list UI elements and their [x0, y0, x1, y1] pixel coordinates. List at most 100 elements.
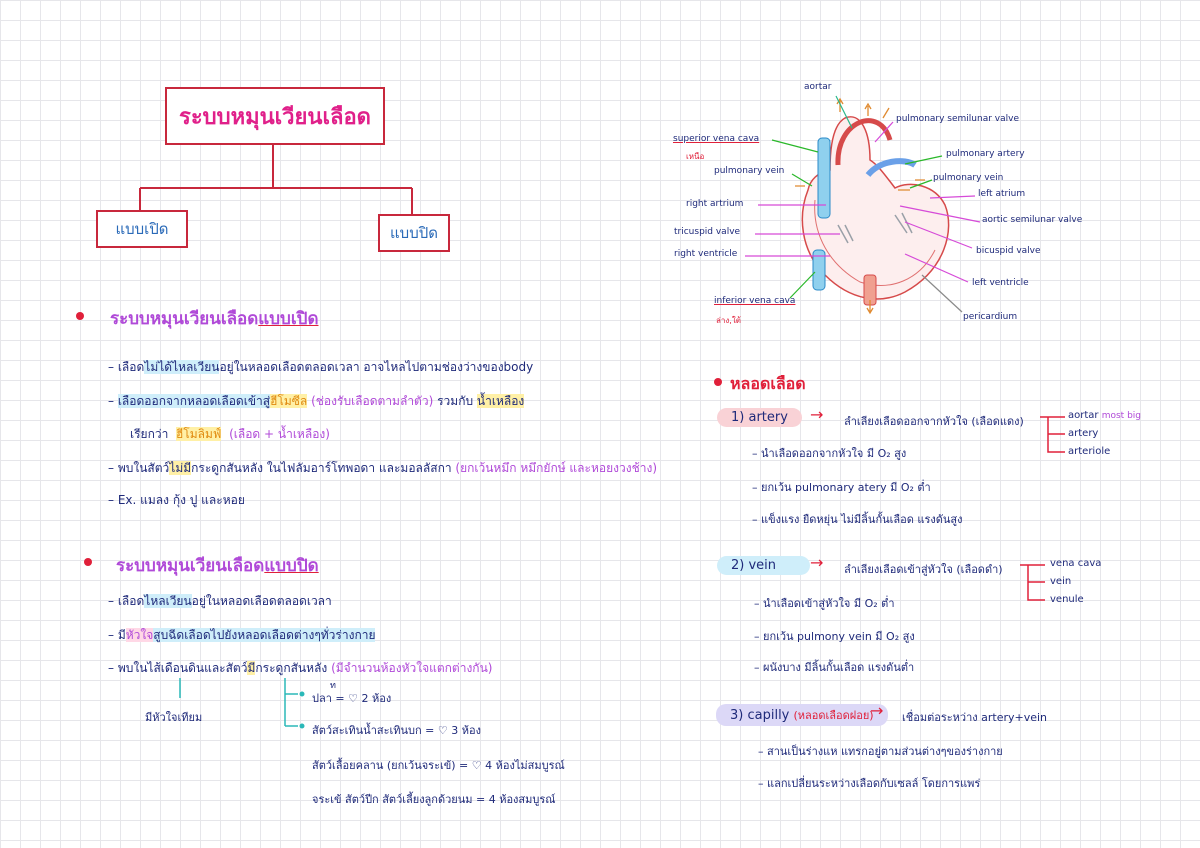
closed-side-note: มีหัวใจเทียม [145, 711, 203, 724]
artery-line-1: – นำเลือดออกจากหัวใจ มี O₂ สูง [752, 447, 907, 460]
vein-branch-2: vein [1050, 576, 1072, 587]
label-bicuspid-valve: bicuspid valve [976, 246, 1041, 256]
label-tricuspid-valve: tricuspid valve [674, 227, 741, 237]
closed-section-heading: ระบบหมุนเวียนเลือดแบบปิด [116, 552, 319, 579]
artery-branch-1: aortar most big [1068, 410, 1141, 421]
closed-l2-c: สูบฉีดเลือดไปยังหลอดเลือดต่างๆทั่วร่างกา… [153, 628, 376, 642]
label-aortic-semilunar-valve: aortic semilunar valve [982, 215, 1083, 225]
open-line-3: เรียกว่า ฮีโมลิมฟ์ (เลือด + น้ำเหลือง) [130, 425, 330, 444]
vein-arrow: → [810, 553, 824, 572]
vein-pill: 2) vein [717, 556, 811, 575]
open-l3-c: (เลือด + น้ำเหลือง) [229, 427, 330, 441]
label-pulmonary-vein-right: pulmonary vein [933, 173, 1004, 183]
capillary-desc: เชื่อมต่อระหว่าง artery+vein [902, 711, 1048, 724]
artery-arrow: → [810, 405, 824, 424]
open-l2-e: น้ำเหลือง [476, 394, 525, 408]
page-title: ระบบหมุนเวียนเลือด [179, 104, 371, 130]
closed-l2-b: หัวใจ [125, 628, 154, 642]
ivc-text: inferior vena cava [714, 296, 796, 306]
vessel-section-bullet [714, 378, 722, 386]
label-right-ventricle: right ventricle [674, 249, 738, 259]
branch-open-box: แบบเปิด [96, 210, 188, 248]
open-l4-d: (ยกเว้นหมึก หมึกยักษ์ และหอยงวงช้าง) [455, 461, 657, 475]
capillary-line-1: – สานเป็นร่างแห แทรกอยู่ตามส่วนต่างๆของร… [758, 745, 1003, 758]
open-l4-a: พบในสัตว์ [117, 461, 170, 475]
open-heading-text: ระบบหมุนเวียนเลือด [110, 309, 259, 329]
fish-mark: ท [330, 681, 336, 691]
vein-l3-text: ผนังบาง มีลิ้นกั้นเลือด แรงดันต่ำ [763, 661, 915, 674]
open-l3-b: ฮีโมลิมฟ์ [175, 427, 222, 441]
open-heading-highlight: แบบเปิด [258, 309, 319, 329]
artery-b1-note: most big [1101, 411, 1141, 421]
open-l2-c: (ช่องรับเลือดตามลำตัว) [311, 394, 434, 408]
label-pulmonary-semilunar-valve: pulmonary semilunar valve [896, 114, 1019, 124]
artery-l2-text: ยกเว้น pulmonary atery มี O₂ ต่ำ [761, 481, 931, 494]
label-ivc-thai: ล่าง,ใต้ [716, 316, 741, 325]
open-l1-a: เลือด [117, 360, 145, 374]
label-right-atrium: right artrium [686, 199, 744, 209]
open-l4-c: กระดูกสันหลัง ในไฟลัมอาร์โทพอดา และมอลลั… [191, 461, 452, 475]
open-section-heading: ระบบหมุนเวียนเลือดแบบเปิด [110, 305, 318, 332]
artery-line-3: – แข็งแรง ยืดหยุ่น ไม่มีลิ้นกั้นเลือด แร… [752, 513, 963, 526]
capillary-arrow: → [870, 701, 884, 720]
vein-line-1: – นำเลือดเข้าสู่หัวใจ มี O₂ ต่ำ [754, 597, 895, 610]
open-l2-b: ฮีโมซีล [270, 394, 308, 408]
cap-l2-text: แลกเปลี่ยนระหว่างเลือดกับเซลล์ โดยการแพร… [767, 777, 981, 790]
branch-closed-box: แบบปิด [378, 214, 450, 252]
closed-l1-a: เลือด [117, 594, 145, 608]
closed-l1-c: อยู่ในหลอดเลือดตลอดเวลา [191, 594, 332, 608]
open-l4-b: ไม่มี [169, 461, 192, 475]
reptile-row: สัตว์เลื้อยคลาน (ยกเว้นจระเข้) = ♡ 4 ห้อ… [312, 759, 565, 772]
amphibian-row: สัตว์สะเทินน้ำสะเทินบก = ♡ 3 ห้อง [312, 724, 481, 737]
cap-pill-thai: (หลอดเลือดฝอย) [793, 709, 874, 722]
closed-section-bullet [84, 558, 92, 566]
vein-l1-text: นำเลือดเข้าสู่หัวใจ มี O₂ ต่ำ [763, 597, 895, 610]
vein-line-2: – ยกเว้น pulmony vein มี O₂ สูง [754, 630, 915, 643]
open-l5: Ex. แมลง กุ้ง ปู และหอย [117, 493, 245, 507]
vein-l2-text: ยกเว้น pulmony vein มี O₂ สูง [763, 630, 915, 643]
artery-branch-3: arteriole [1068, 446, 1111, 457]
label-svc-thai: เหนือ [686, 152, 705, 161]
cap-l1-text: สานเป็นร่างแห แทรกอยู่ตามส่วนต่างๆของร่า… [767, 745, 1003, 758]
closed-l1-b: ไหลเวียน [144, 594, 192, 608]
closed-l3-a: พบในไส้เดือนดินและสัตว์ [117, 661, 248, 675]
vein-branch-3: venule [1050, 594, 1084, 605]
label-pericardium: pericardium [963, 312, 1018, 322]
open-line-2: – เลือดออกจากหลอดเลือดเข้าสู่ฮีโมซีล (ช่… [108, 394, 525, 408]
closed-line-2: – มีหัวใจสูบฉีดเลือดไปยังหลอดเลือดต่างๆท… [108, 628, 376, 642]
open-line-4: – พบในสัตว์ไม่มีกระดูกสันหลัง ในไฟลัมอาร… [108, 461, 657, 475]
open-l3-a: เรียกว่า [130, 427, 169, 441]
artery-line-2: – ยกเว้น pulmonary atery มี O₂ ต่ำ [752, 481, 931, 494]
label-left-atrium: left atrium [978, 189, 1026, 199]
label-pulmonary-vein-left: pulmonary vein [714, 166, 785, 176]
cap-pill-text: 3) capilly [730, 708, 790, 723]
closed-heading-highlight: แบบปิด [264, 556, 319, 576]
closed-line-1: – เลือดไหลเวียนอยู่ในหลอดเลือดตลอดเวลา [108, 594, 332, 608]
closed-l2-a: มี [117, 628, 126, 642]
artery-pill: 1) artery [717, 408, 802, 427]
label-aortar: aortar [804, 82, 832, 92]
open-line-1: – เลือดไม่ได้ไหลเวียนอยู่ในหลอดเลือดตลอด… [108, 360, 534, 374]
closed-heading-text: ระบบหมุนเวียนเลือด [116, 556, 265, 576]
branch-closed-label: แบบปิด [390, 224, 438, 242]
vein-desc: ลำเลียงเลือดเข้าสู่หัวใจ (เลือดดำ) [844, 563, 1003, 576]
open-l2-a: เลือดออกจากหลอดเลือดเข้าสู่ [117, 394, 271, 408]
svc-text: superior vena cava [673, 134, 760, 144]
artery-l3-text: แข็งแรง ยืดหยุ่น ไม่มีลิ้นกั้นเลือด แรงด… [761, 513, 963, 526]
label-inferior-vena-cava: inferior vena cava [714, 296, 795, 306]
artery-desc: ลำเลียงเลือดออกจากหัวใจ (เลือดแดง) [844, 415, 1024, 428]
vessel-heading: หลอดเลือด [730, 374, 806, 393]
croc-row: จระเข้ สัตว์ปีก สัตว์เลี้ยงลูกด้วยนม = 4… [312, 793, 556, 806]
open-l1-b: ไม่ได้ไหลเวียน [144, 360, 220, 374]
closed-line-3: – พบในไส้เดือนดินและสัตว์มีกระดูกสันหลัง… [108, 661, 493, 675]
closed-l3-d: (มีจำนวนห้องหัวใจแตกต่างกัน) [331, 661, 493, 675]
closed-l3-b: มี [247, 661, 256, 675]
artery-l1-text: นำเลือดออกจากหัวใจ มี O₂ สูง [761, 447, 907, 460]
label-superior-vena-cava: superior vena cava [673, 134, 759, 144]
label-pulmonary-artery: pulmonary artery [946, 149, 1025, 159]
open-l1-c: อยู่ในหลอดเลือดตลอดเวลา อาจไหลไปตามช่องว… [219, 360, 534, 374]
